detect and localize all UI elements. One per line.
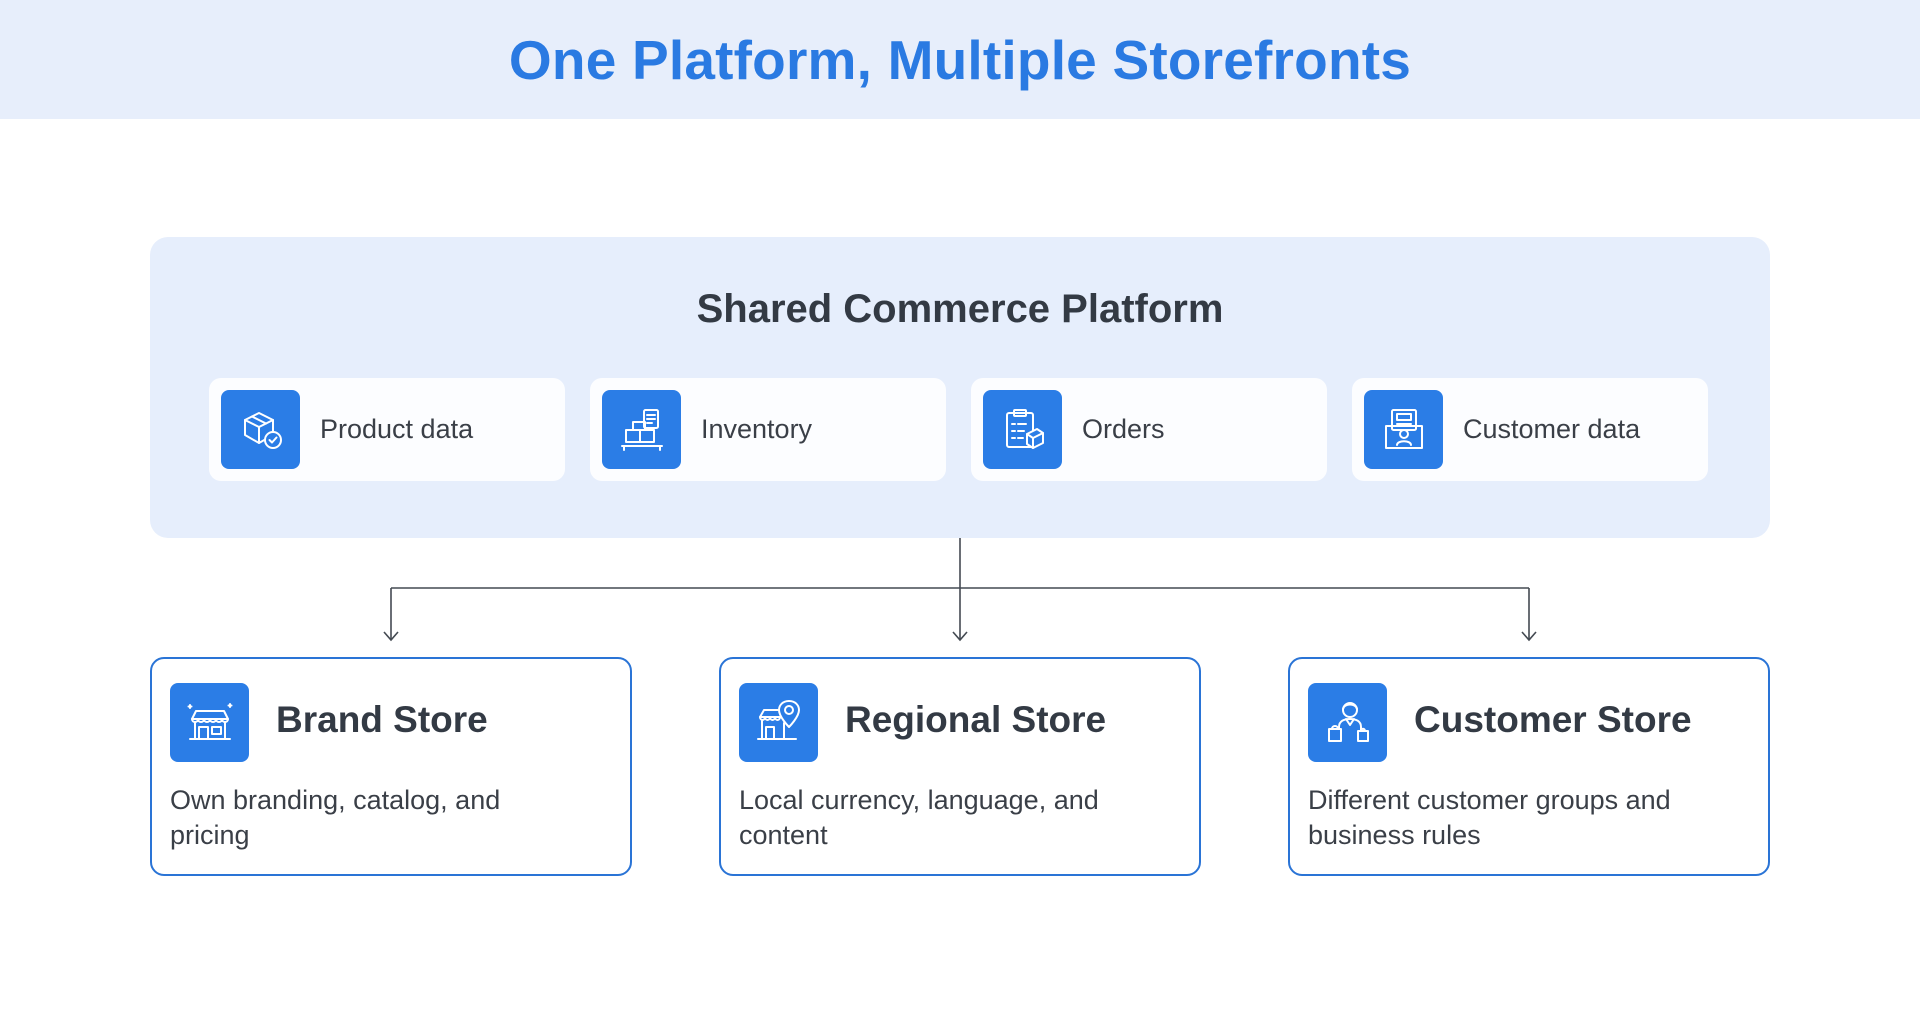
shared-platform-panel: Shared Commerce Platform Product data [150,237,1770,538]
header-banner: One Platform, Multiple Storefronts [0,0,1920,119]
store-card-brand: Brand Store Own branding, catalog, and p… [150,657,632,876]
shopper-icon [1308,683,1387,762]
storefront-icon [170,683,249,762]
store-title: Brand Store [276,699,488,740]
page-title: One Platform, Multiple Storefronts [508,28,1412,91]
platform-title: Shared Commerce Platform [696,287,1224,331]
feature-label: Orders [1082,414,1165,444]
store-description: Own branding, catalog, and pricing [170,785,501,850]
feature-product-data: Product data [209,378,565,481]
feature-inventory: Inventory [590,378,946,481]
order-clipboard-icon [983,390,1062,469]
store-description: Different customer groups and business r… [1308,785,1671,850]
box-check-icon [221,390,300,469]
feature-label: Inventory [701,414,813,444]
store-location-icon [739,683,818,762]
store-card-regional: Regional Store Local currency, language,… [719,657,1201,876]
feature-customer-data: Customer data [1352,378,1708,481]
customer-file-icon [1364,390,1443,469]
feature-label: Customer data [1463,414,1641,444]
store-title: Regional Store [845,699,1107,740]
inventory-boxes-icon [602,390,681,469]
store-description: Local currency, language, and content [739,785,1099,850]
store-title: Customer Store [1414,699,1692,740]
feature-orders: Orders [971,378,1327,481]
feature-label: Product data [320,414,474,444]
store-card-customer: Customer Store Different customer groups… [1288,657,1770,876]
